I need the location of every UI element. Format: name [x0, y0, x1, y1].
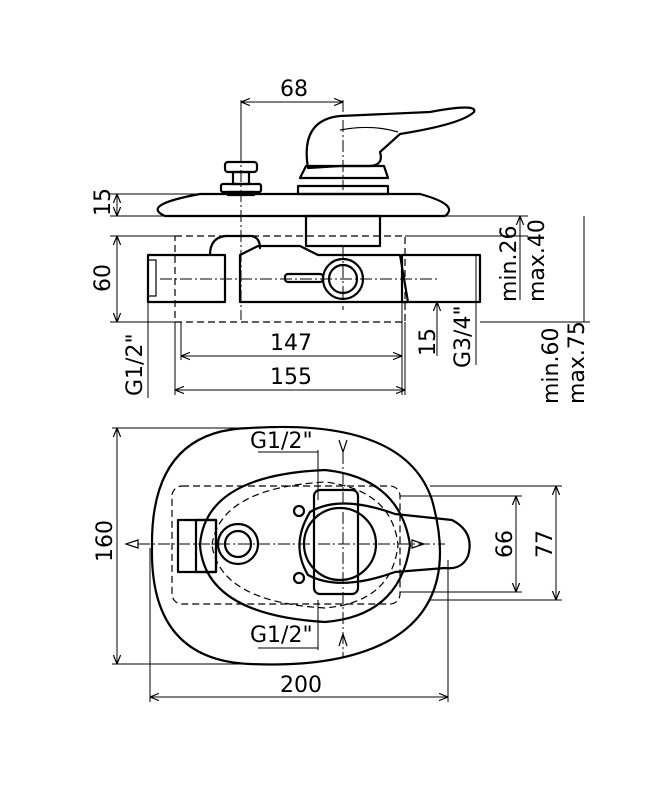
inlet-bottom-thread-label: G1/2" [250, 623, 313, 648]
dim-15-outlet-label: 15 [416, 328, 441, 356]
outlet-thread-label: G3/4" [451, 305, 476, 368]
housing-front-outline [171, 485, 401, 605]
cover-plate-oval [150, 425, 442, 666]
dim-15-plate-label: 15 [91, 188, 116, 216]
dim-66-label: 66 [493, 530, 518, 558]
screw-top-icon [292, 504, 306, 518]
inlet-top-thread-label: G1/2" [250, 429, 313, 454]
inlet-thread-label: G1/2" [123, 333, 148, 396]
dim-200-label: 200 [280, 673, 322, 698]
screw-bottom-icon [292, 571, 306, 585]
dim-155-label: 155 [270, 365, 312, 390]
wall-depth-max-label: max.40 [525, 219, 550, 302]
wall-depth-min-label: min.26 [497, 226, 522, 302]
dim-160-label: 160 [93, 520, 118, 562]
dim-60-label: 60 [91, 264, 116, 292]
cover-plate-side [156, 192, 451, 218]
total-depth-max-label: max.75 [565, 321, 590, 404]
mixer-body-side [146, 244, 410, 304]
dim-77-label: 77 [533, 530, 558, 558]
cartridge-sleeve [304, 214, 382, 248]
dim-68-label: 68 [280, 77, 308, 102]
dim-147-label: 147 [270, 331, 312, 356]
front-view: G1/2" G1/2" 160 66 77 200 [93, 425, 562, 702]
lever-handle-front-icon [298, 502, 471, 584]
lever-handle-icon [296, 106, 476, 196]
top-view: 68 15 60 G1/2" 147 155 15 G3/4" [91, 77, 590, 404]
total-depth-min-label: min.60 [539, 328, 564, 404]
